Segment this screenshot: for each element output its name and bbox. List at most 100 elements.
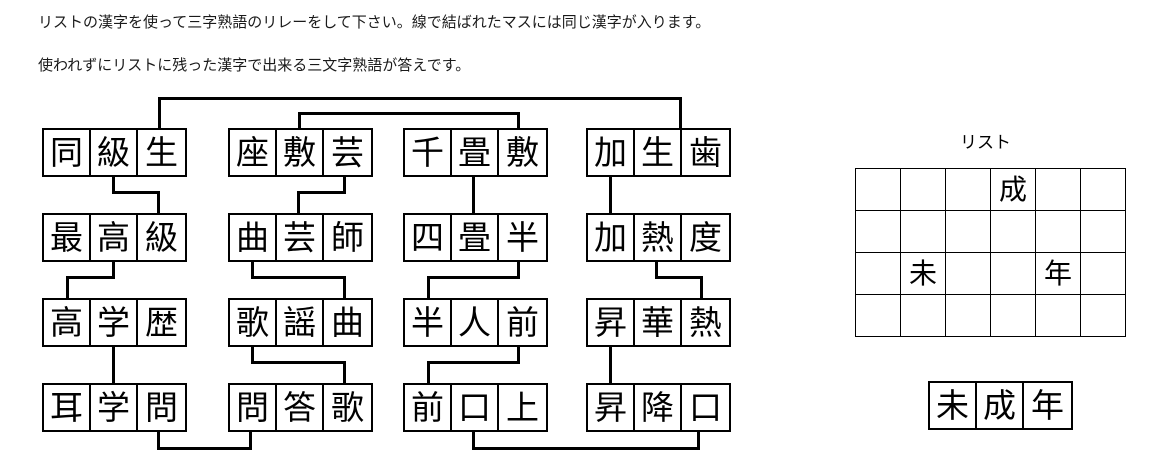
connector-line	[517, 112, 520, 131]
kanji-cell[interactable]: 千	[405, 130, 452, 175]
word-block[interactable]: 曲 芸 師	[228, 213, 373, 262]
kanji-cell[interactable]: 半	[405, 300, 452, 345]
kanji-cell[interactable]: 生	[635, 130, 682, 175]
kanji-cell[interactable]: 歯	[689, 133, 722, 172]
word-block[interactable]: 最 高 級	[42, 213, 187, 262]
kanji-cell[interactable]: 歴	[145, 303, 178, 342]
kanji-cell[interactable]: 生	[145, 133, 178, 172]
kanji-cell[interactable]: 答	[277, 385, 324, 430]
kanji-cell[interactable]: 口	[452, 385, 499, 430]
kanji-cell[interactable]: 敷	[277, 130, 324, 175]
kanji-cell[interactable]: 口	[689, 388, 722, 427]
list-cell[interactable]	[901, 295, 946, 337]
list-cell[interactable]	[1081, 253, 1126, 295]
list-cell[interactable]	[1081, 295, 1126, 337]
list-cell[interactable]	[1036, 295, 1081, 337]
kanji-cell[interactable]: 芸	[277, 215, 324, 260]
answer-cell[interactable]: 未	[930, 383, 977, 428]
kanji-cell[interactable]: 高	[91, 215, 138, 260]
connector-line	[251, 361, 346, 364]
kanji-cell[interactable]: 加	[588, 130, 635, 175]
kanji-cell[interactable]: 級	[91, 130, 138, 175]
kanji-cell[interactable]: 歌	[331, 388, 364, 427]
kanji-cell[interactable]: 前	[405, 385, 452, 430]
kanji-cell[interactable]: 曲	[331, 303, 364, 342]
kanji-cell[interactable]: 歌	[230, 300, 277, 345]
connector-line	[298, 112, 301, 131]
kanji-cell[interactable]: 最	[44, 215, 91, 260]
list-cell[interactable]	[1081, 169, 1126, 211]
list-cell[interactable]: 未	[901, 253, 946, 295]
list-cell[interactable]: 成	[991, 169, 1036, 211]
kanji-cell[interactable]: 高	[44, 300, 91, 345]
list-cell[interactable]	[856, 169, 901, 211]
answer-block[interactable]: 未 成 年	[928, 381, 1073, 430]
kanji-cell[interactable]: 学	[91, 300, 138, 345]
kanji-cell[interactable]: 敷	[506, 133, 539, 172]
word-block[interactable]: 問 答 歌	[228, 383, 373, 432]
connector-line	[700, 276, 703, 300]
kanji-cell[interactable]: 師	[331, 218, 364, 257]
kanji-cell[interactable]: 前	[506, 303, 539, 342]
list-cell[interactable]	[991, 295, 1036, 337]
list-cell[interactable]	[1036, 169, 1081, 211]
word-block[interactable]: 高 学 歴	[42, 298, 187, 347]
connector-line	[251, 276, 346, 279]
connector-line	[517, 255, 520, 279]
kanji-cell[interactable]: 人	[452, 300, 499, 345]
kanji-cell[interactable]: 謡	[277, 300, 324, 345]
kanji-cell[interactable]: 耳	[44, 385, 91, 430]
list-cell[interactable]	[946, 211, 991, 253]
list-cell[interactable]	[856, 211, 901, 253]
kanji-cell[interactable]: 降	[635, 385, 682, 430]
word-block[interactable]: 四 畳 半	[403, 213, 548, 262]
kanji-cell[interactable]: 度	[689, 218, 722, 257]
list-cell[interactable]	[1081, 211, 1126, 253]
word-block[interactable]: 昇 華 熱	[586, 298, 731, 347]
word-block[interactable]: 昇 降 口	[586, 383, 731, 432]
list-cell[interactable]	[991, 211, 1036, 253]
answer-cell[interactable]: 成	[977, 383, 1024, 428]
list-cell[interactable]	[946, 169, 991, 211]
word-block[interactable]: 同 級 生	[42, 128, 187, 177]
word-block[interactable]: 歌 謡 曲	[228, 298, 373, 347]
kanji-cell[interactable]: 昇	[588, 385, 635, 430]
list-cell[interactable]	[901, 169, 946, 211]
word-block[interactable]: 前 口 上	[403, 383, 548, 432]
kanji-cell[interactable]: 華	[635, 300, 682, 345]
list-cell[interactable]	[946, 253, 991, 295]
kanji-cell[interactable]: 四	[405, 215, 452, 260]
list-cell[interactable]	[991, 253, 1036, 295]
word-block[interactable]: 千 畳 敷	[403, 128, 548, 177]
list-cell[interactable]	[856, 253, 901, 295]
kanji-cell[interactable]: 熱	[689, 303, 722, 342]
kanji-cell[interactable]: 熱	[635, 215, 682, 260]
kanji-cell[interactable]: 畳	[452, 130, 499, 175]
kanji-cell[interactable]: 座	[230, 130, 277, 175]
kanji-cell[interactable]: 問	[145, 388, 178, 427]
connector-line	[472, 447, 700, 450]
kanji-cell[interactable]: 畳	[452, 215, 499, 260]
kanji-cell[interactable]: 同	[44, 130, 91, 175]
kanji-cell[interactable]: 問	[230, 385, 277, 430]
list-cell[interactable]	[901, 211, 946, 253]
kanji-cell[interactable]: 昇	[588, 300, 635, 345]
kanji-cell[interactable]: 芸	[331, 133, 364, 172]
answer-cell[interactable]: 年	[1031, 386, 1064, 425]
word-block[interactable]: 耳 学 問	[42, 383, 187, 432]
kanji-cell[interactable]: 上	[506, 388, 539, 427]
list-cell[interactable]	[856, 295, 901, 337]
list-cell[interactable]: 年	[1036, 253, 1081, 295]
kanji-cell[interactable]: 半	[506, 218, 539, 257]
kanji-cell[interactable]: 学	[91, 385, 138, 430]
list-cell[interactable]	[946, 295, 991, 337]
kanji-cell[interactable]: 曲	[230, 215, 277, 260]
word-block[interactable]: 半 人 前	[403, 298, 548, 347]
kanji-cell[interactable]: 加	[588, 215, 635, 260]
list-grid[interactable]: 成 未 年	[855, 168, 1126, 337]
list-cell[interactable]	[1036, 211, 1081, 253]
word-block[interactable]: 加 熱 度	[586, 213, 731, 262]
word-block[interactable]: 座 敷 芸	[228, 128, 373, 177]
kanji-cell[interactable]: 級	[145, 218, 178, 257]
word-block[interactable]: 加 生 歯	[586, 128, 731, 177]
